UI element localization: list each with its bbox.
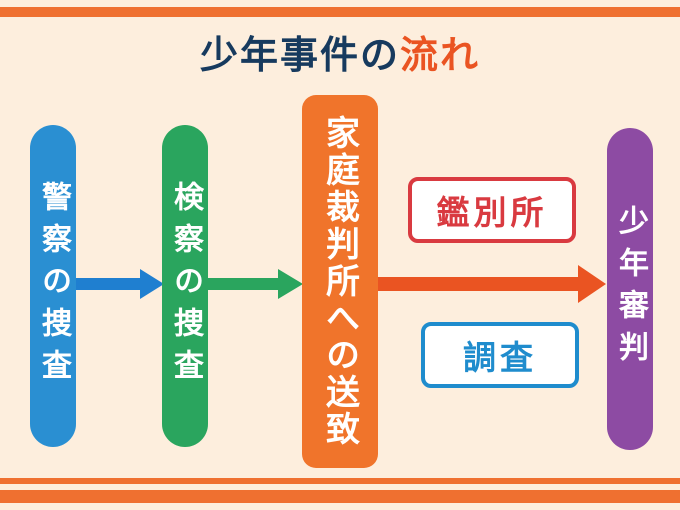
step-police-bar: 警察の捜査: [30, 125, 76, 447]
step-family-court-bar: 家庭裁判所への送致: [302, 95, 378, 468]
badge-investigation-label: 調査: [463, 338, 537, 377]
title-accent-text: 流れ: [400, 33, 481, 77]
arrow-shaft: [378, 277, 580, 291]
step-family-court-label: 家庭裁判所への送致: [319, 115, 360, 448]
page-title: 少年事件の流れ: [0, 24, 680, 79]
top-border-stripe: [0, 7, 680, 17]
bottom-border-stripe-thick: [0, 490, 680, 503]
arrow-head: [578, 265, 606, 303]
badge-investigation: 調査: [421, 322, 579, 388]
title-text: 少年事件の: [199, 33, 400, 77]
step-juvenile-trial-bar: 少年審判: [607, 128, 653, 450]
arrow-head: [278, 269, 303, 299]
bottom-border-stripe-thin: [0, 478, 680, 484]
step-juvenile-trial-label: 少年審判: [613, 205, 648, 373]
step-prosecutor-bar: 検察の捜査: [162, 125, 208, 447]
badge-assessment-center: 鑑別所: [408, 177, 576, 243]
step-police-label: 警察の捜査: [36, 181, 71, 391]
step-prosecutor-label: 検察の捜査: [168, 181, 203, 391]
arrow-family-court-to-juvenile-trial: [378, 265, 607, 303]
badge-assessment-center-label: 鑑別所: [436, 193, 548, 232]
arrow-head: [140, 269, 164, 299]
arrow-police-to-prosecutor: [76, 269, 164, 299]
arrow-prosecutor-to-family-court: [208, 269, 304, 299]
arrow-shaft: [208, 278, 280, 290]
arrow-shaft: [76, 278, 142, 290]
